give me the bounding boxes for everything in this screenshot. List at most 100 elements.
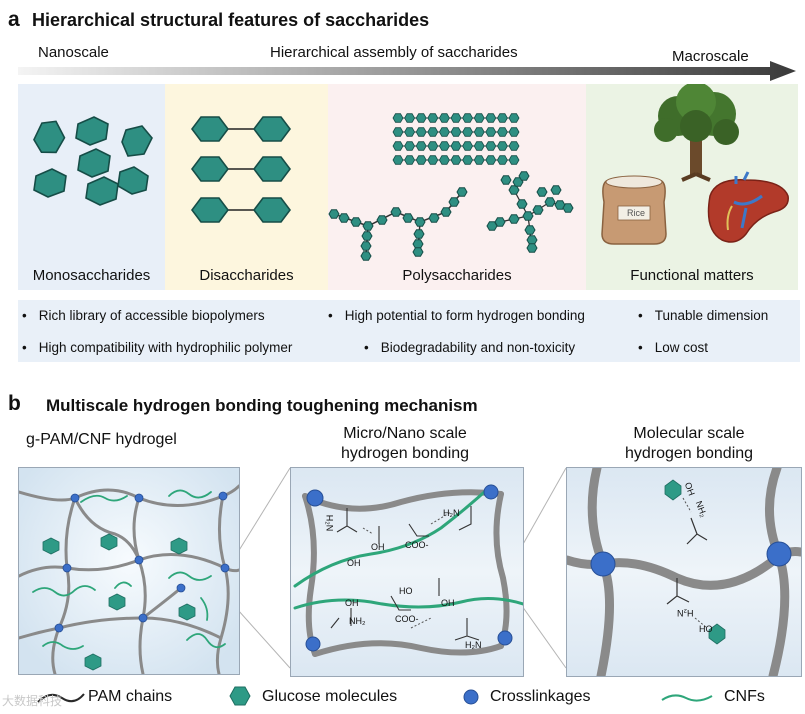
polysaccharide-unit [516, 199, 528, 209]
scale-arrow [18, 61, 796, 81]
chem-label-oh: OH [441, 598, 455, 608]
hydrogel-network-box [18, 467, 240, 675]
chem-label-h2n: H₂N [324, 514, 335, 532]
feature-item: Tunable dimension [638, 308, 769, 323]
polysaccharide-unit [485, 155, 497, 165]
polysaccharide-unit [438, 113, 450, 123]
polysaccharide-unit [518, 171, 530, 181]
polysaccharide-unit [473, 155, 485, 165]
polysaccharide-unit [376, 215, 388, 225]
chem-label-nh2: NH₂ [349, 616, 366, 626]
polysaccharide-unit [496, 141, 508, 151]
panel-a-letter: a [8, 8, 20, 31]
polysaccharide-unit [562, 203, 574, 213]
polysaccharide-unit [508, 214, 520, 224]
polysaccharide-unit [496, 155, 508, 165]
polysaccharide-unit [414, 217, 426, 227]
chem-label-h2n: H₂N [443, 508, 460, 518]
stage-label-monosaccharides: Monosaccharides [32, 267, 151, 284]
polysaccharide-unit [524, 225, 536, 235]
polysaccharide-unit [404, 127, 416, 137]
glucose-legend-icon [229, 686, 251, 706]
polysaccharide-unit [508, 127, 520, 137]
polysaccharide-unit [462, 127, 474, 137]
pam-chain-legend-icon [37, 693, 85, 703]
stage-monosaccharides: Monosaccharides [18, 84, 165, 290]
monosaccharide-hexagons [33, 116, 153, 206]
polysaccharide-unit [450, 113, 462, 123]
polysaccharide-unit [440, 207, 452, 217]
polysaccharide-unit [427, 127, 439, 137]
chem-label-h2n: H₂N [465, 640, 482, 650]
polysaccharide-unit [392, 127, 404, 137]
polysaccharide-unit [500, 175, 512, 185]
polysaccharide-unit [412, 247, 424, 257]
legend-crosslinkages: Crosslinkages [490, 688, 591, 705]
polysaccharide-unit [536, 187, 548, 197]
molecular-diagram [567, 468, 801, 676]
panel-b-letter: b [8, 392, 21, 415]
macroscale-label: Macroscale [672, 48, 749, 65]
assembly-label: Hierarchical assembly of saccharides [270, 44, 518, 61]
polysaccharide-unit [438, 141, 450, 151]
polysaccharide-unit [496, 127, 508, 137]
nanoscale-label: Nanoscale [38, 44, 109, 61]
polysaccharide-unit [456, 187, 468, 197]
stage-polysaccharides: Polysaccharides [328, 84, 586, 290]
polysaccharide-unit [508, 185, 520, 195]
polysaccharide-unit [486, 221, 498, 231]
stage-label-disaccharides: Disaccharides [199, 267, 294, 284]
stage-functional-matters: Rice Functional matters [586, 84, 798, 290]
polysaccharide-unit [392, 141, 404, 151]
chem-label-h2n: H₂N [677, 608, 694, 618]
polysaccharide-unit [427, 113, 439, 123]
polysaccharide-unit [473, 113, 485, 123]
polysaccharide-unit [428, 213, 440, 223]
chem-label-oh: OH [347, 558, 361, 568]
polysaccharide-unit [496, 113, 508, 123]
box1-title: g-PAM/CNF hydrogel [26, 431, 177, 448]
polysaccharide-unit [402, 213, 414, 223]
polysaccharide-unit [412, 239, 424, 249]
watermark: 大数据科技 [2, 694, 63, 708]
polysaccharide-unit [361, 231, 373, 241]
polysaccharide-unit [485, 127, 497, 137]
zoom-connectors [237, 467, 567, 669]
functional-matters-illustration [601, 84, 789, 245]
polysaccharide-unit [485, 113, 497, 123]
polysaccharide-unit [448, 197, 460, 207]
box3-title: Molecular scale hydrogen bonding [576, 424, 802, 464]
polysaccharide-unit [413, 229, 425, 239]
polysaccharide-unit [392, 113, 404, 123]
polysaccharide-unit [462, 155, 474, 165]
polysaccharide-unit [404, 155, 416, 165]
rice-label: Rice [626, 208, 645, 218]
polysaccharide-unit [438, 155, 450, 165]
polysaccharide-chains [328, 113, 574, 261]
disaccharide-pairs [191, 116, 291, 223]
legend-cnfs: CNFs [724, 688, 765, 705]
polysaccharide-unit [338, 213, 350, 223]
box3-title-line2: hydrogen bonding [624, 445, 754, 462]
polysaccharide-unit [526, 235, 538, 245]
polysaccharide-unit [360, 251, 372, 261]
polysaccharide-unit [415, 127, 427, 137]
panel-a-title: Hierarchical structural features of sacc… [32, 10, 430, 30]
box3-title-line1: Molecular scale [633, 425, 745, 442]
feature-item: Rich library of accessible biopolymers [22, 308, 265, 323]
polysaccharide-unit [508, 113, 520, 123]
feature-item: Biodegradability and non-toxicity [364, 340, 575, 355]
polysaccharide-unit [362, 221, 374, 231]
box2-title-line2: hydrogen bonding [340, 445, 470, 462]
rice-sack-icon [601, 175, 667, 245]
chem-label-ho: HO [399, 586, 413, 596]
polysaccharide-unit [350, 217, 362, 227]
cnf-legend-icon [661, 694, 713, 702]
polysaccharide-unit [508, 155, 520, 165]
chem-label-coo: COO- [405, 540, 429, 550]
chem-label-oh: OH [371, 542, 385, 552]
polysaccharide-unit [532, 205, 544, 215]
feature-item: Low cost [638, 340, 708, 355]
polysaccharide-unit [427, 155, 439, 165]
polysaccharide-unit [404, 113, 416, 123]
